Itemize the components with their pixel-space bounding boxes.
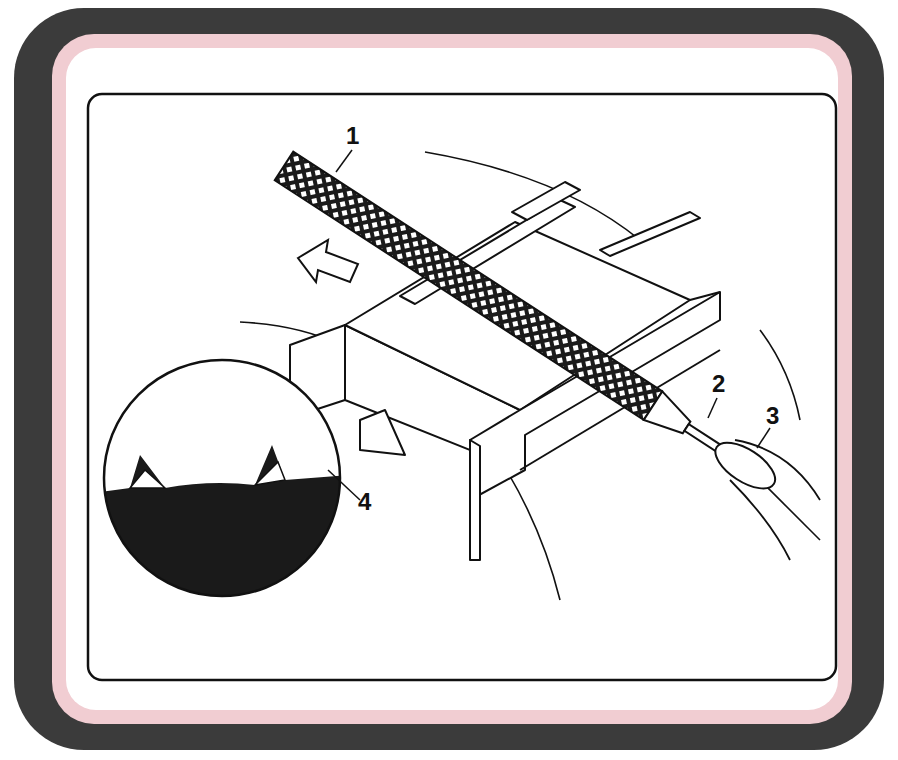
callout-number: 3 bbox=[766, 404, 779, 428]
callout-number: 1 bbox=[346, 124, 359, 148]
callout-number: 4 bbox=[358, 490, 371, 514]
white-band bbox=[66, 48, 838, 710]
inset-circle bbox=[104, 360, 340, 596]
direction-arrow bbox=[298, 240, 358, 282]
tooth-inset bbox=[100, 355, 350, 610]
file-tool bbox=[275, 152, 783, 499]
pink-band bbox=[52, 34, 852, 724]
outer-frame bbox=[14, 8, 884, 750]
inner-panel bbox=[88, 94, 836, 680]
vise bbox=[290, 182, 720, 560]
hand-outline bbox=[730, 440, 820, 560]
leader-lines bbox=[328, 150, 770, 500]
callout-number: 2 bbox=[712, 372, 725, 396]
